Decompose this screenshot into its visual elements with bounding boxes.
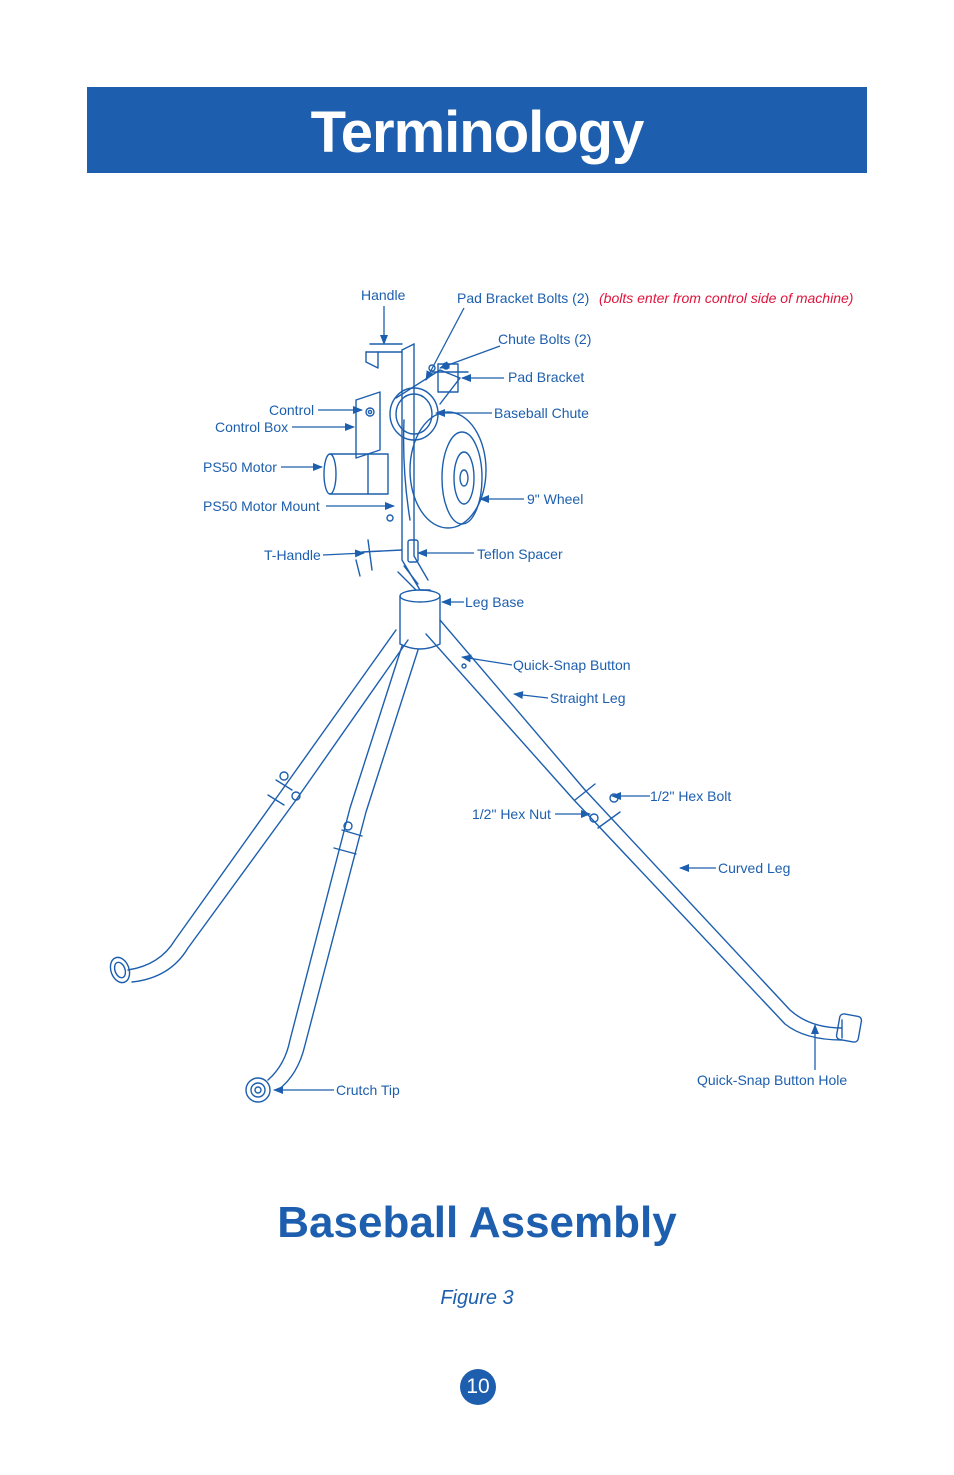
label-pad-bracket-bolts: Pad Bracket Bolts (2) bbox=[457, 290, 589, 306]
label-pad-bracket: Pad Bracket bbox=[508, 369, 584, 385]
label-crutch-tip: Crutch Tip bbox=[336, 1082, 400, 1098]
label-control-box: Control Box bbox=[215, 419, 288, 435]
label-curved-leg: Curved Leg bbox=[718, 860, 790, 876]
label-baseball-chute: Baseball Chute bbox=[494, 405, 589, 421]
label-pad-bracket-bolts-note: (bolts enter from control side of machin… bbox=[599, 290, 853, 306]
label-handle: Handle bbox=[361, 287, 406, 303]
label-chute-bolts: Chute Bolts (2) bbox=[498, 331, 591, 347]
callout-arrows bbox=[273, 306, 819, 1094]
label-t-handle: T-Handle bbox=[264, 547, 321, 563]
pitching-machine-drawing bbox=[109, 343, 863, 1103]
page-title: Terminology bbox=[310, 100, 645, 165]
figure-caption: Figure 3 bbox=[440, 1287, 514, 1309]
label-quick-snap-button-hole: Quick-Snap Button Hole bbox=[697, 1072, 847, 1088]
label-straight-leg: Straight Leg bbox=[550, 690, 626, 706]
label-hex-nut: 1/2" Hex Nut bbox=[472, 806, 551, 822]
label-ps50-motor-mount: PS50 Motor Mount bbox=[203, 498, 320, 514]
label-control: Control bbox=[269, 402, 314, 418]
title-banner: Terminology bbox=[87, 87, 867, 173]
label-hex-bolt: 1/2" Hex Bolt bbox=[650, 788, 731, 804]
page-number-badge: 10 bbox=[460, 1369, 496, 1405]
label-quick-snap-button: Quick-Snap Button bbox=[513, 657, 631, 673]
label-teflon-spacer: Teflon Spacer bbox=[477, 546, 563, 562]
label-ps50-motor: PS50 Motor bbox=[203, 459, 277, 475]
assembly-title: Baseball Assembly bbox=[277, 1198, 677, 1247]
label-wheel: 9" Wheel bbox=[527, 491, 583, 507]
label-leg-base: Leg Base bbox=[465, 594, 524, 610]
